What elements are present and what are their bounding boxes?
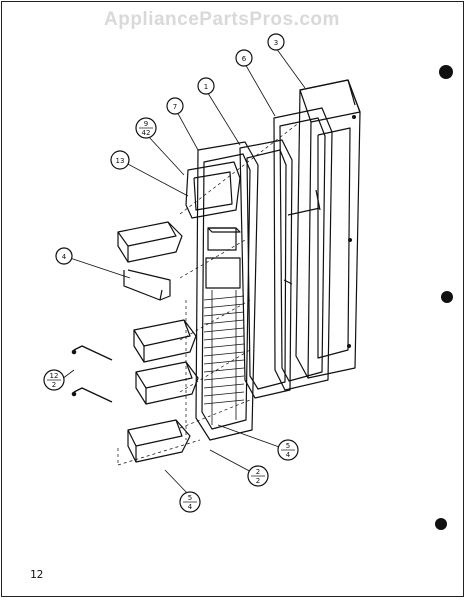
door-bin-lower-middle (135, 361, 199, 405)
callout-1: 1 (197, 77, 215, 95)
callout-9-42: 9 42 (135, 117, 157, 139)
door-liner-breaker (239, 139, 293, 399)
callout-5-4-right-bottom: 4 (286, 451, 291, 459)
door-bin-upper-middle (133, 319, 197, 363)
callout-9-42-bottom: 42 (142, 129, 151, 137)
callout-7: 7 (166, 97, 184, 115)
watermark-text: AppliancePartsPros.com (104, 9, 340, 30)
projection-lines (117, 121, 301, 466)
callout-6-label: 6 (242, 55, 247, 63)
callout-7-label: 7 (173, 103, 177, 111)
callout-5-4-bottom-bottom: 4 (188, 503, 193, 511)
callout-5-4-bottom-top: 5 (188, 494, 192, 502)
callout-leaders (57, 47, 306, 495)
binder-hole-bottom (435, 518, 447, 530)
bin-retainer-bar (123, 269, 171, 301)
binder-hole-top (439, 65, 453, 79)
door-bin-top (117, 221, 183, 263)
callout-5-4-right: 5 4 (277, 439, 299, 461)
callout-1-label: 1 (204, 83, 208, 91)
callout-2-2-top: 2 (256, 468, 260, 476)
callout-12-2-bottom: 2 (52, 381, 56, 389)
callout-13: 13 (110, 150, 130, 170)
binder-hole-middle (441, 291, 453, 303)
callout-4-label: 4 (62, 253, 67, 261)
callout-12-2: 12 2 (43, 369, 65, 391)
callout-13-label: 13 (116, 157, 125, 165)
callout-4: 4 (55, 247, 73, 265)
callout-9-42-top: 9 (144, 120, 148, 128)
dispenser-trim-frame (185, 161, 241, 219)
callout-5-4-right-top: 5 (286, 442, 290, 450)
door-gasket (273, 107, 333, 391)
callout-6: 6 (235, 49, 253, 67)
door-outer-panel (295, 79, 361, 379)
callout-3-label: 3 (274, 39, 278, 47)
callout-12-2-top: 12 (50, 372, 59, 380)
callout-3: 3 (267, 33, 285, 51)
bin-support-rods (71, 345, 113, 403)
door-bin-bottom (127, 419, 191, 463)
callout-2-2-bottom: 2 (256, 477, 260, 485)
page-number: 12 (30, 568, 44, 581)
callout-5-4-bottom: 5 4 (179, 491, 201, 513)
door-inner-liner (195, 141, 259, 441)
callout-2-2: 2 2 (247, 465, 269, 487)
